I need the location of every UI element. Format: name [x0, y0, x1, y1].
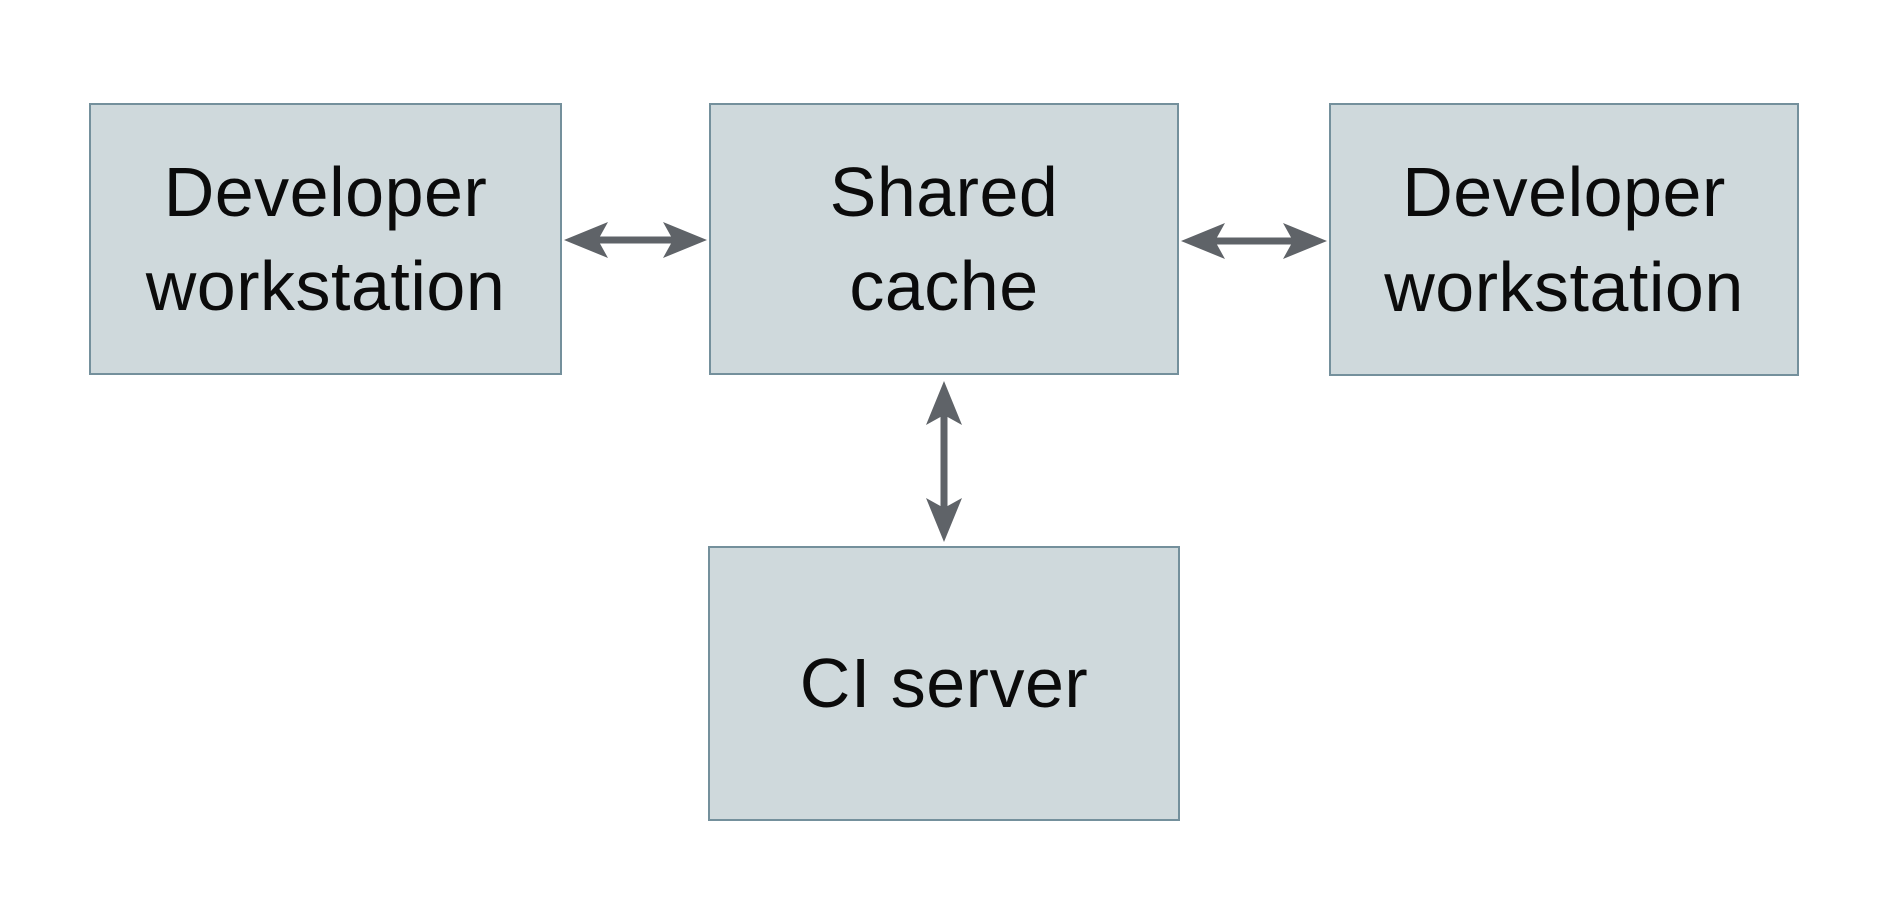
bidirectional-arrow-cache-ci-server-icon [926, 381, 962, 542]
node-developer-workstation-left: Developer workstation [89, 103, 562, 375]
node-label-developer-workstation-right: Developer workstation [1384, 153, 1744, 326]
node-label-shared-cache: Shared cache [829, 152, 1059, 326]
node-developer-workstation-right: Developer workstation [1329, 103, 1799, 376]
node-ci-server: CI server [708, 546, 1180, 821]
bidirectional-arrow-left-workstation-cache-icon [564, 222, 707, 258]
bidirectional-arrow-cache-right-workstation-icon [1181, 223, 1327, 259]
node-label-ci-server: CI server [799, 644, 1089, 723]
node-label-developer-workstation-left: Developer workstation [145, 152, 506, 326]
node-shared-cache: Shared cache [709, 103, 1179, 375]
